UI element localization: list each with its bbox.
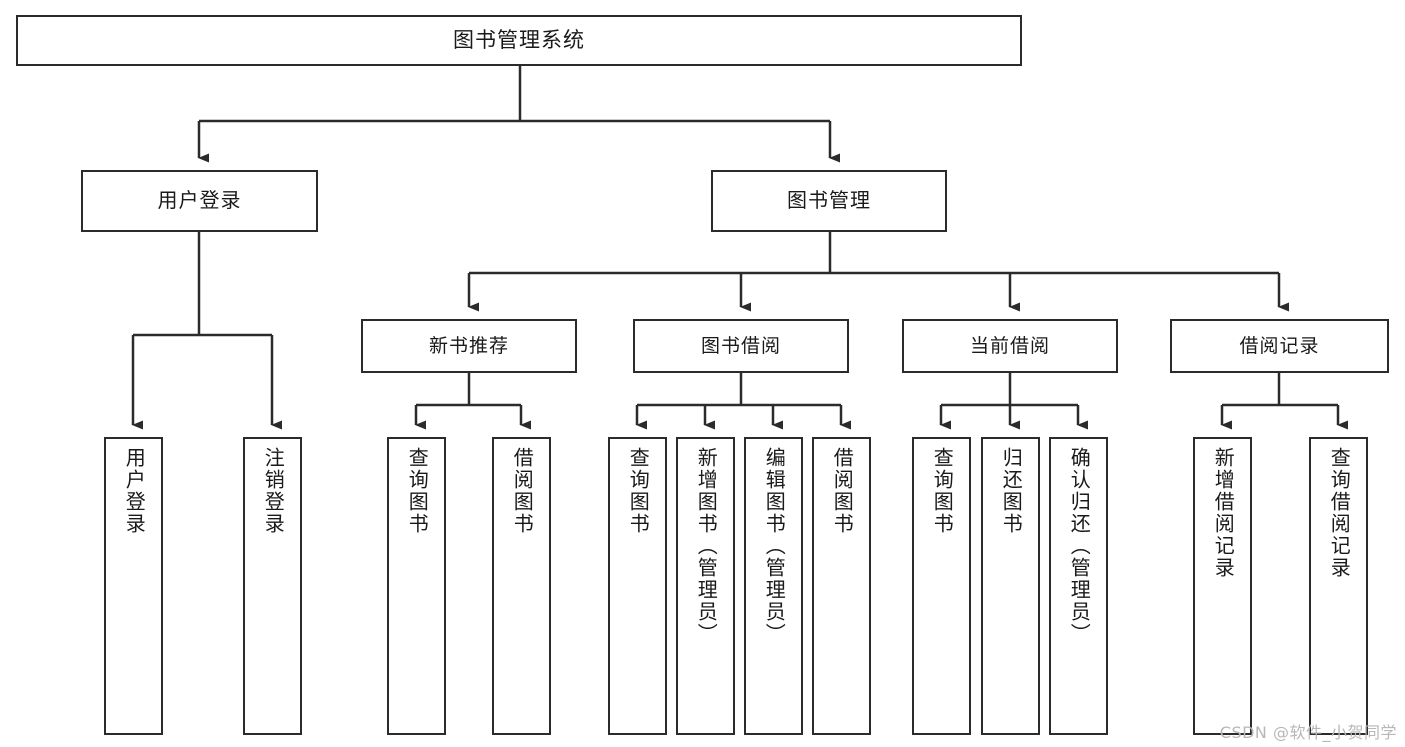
node-leaf-borrow-book-1[interactable]: 借阅图书 xyxy=(492,437,551,735)
node-leaf-query-book-3-label: 查询图书 xyxy=(930,447,955,535)
node-leaf-borrow-book-1-label: 借阅图书 xyxy=(510,447,535,535)
node-leaf-user-logout[interactable]: 注销登录 xyxy=(243,437,302,735)
node-user-login[interactable]: 用户登录 xyxy=(81,170,318,232)
node-root[interactable]: 图书管理系统 xyxy=(16,15,1022,66)
node-book-borrow-label: 图书借阅 xyxy=(700,334,781,357)
node-leaf-user-login-label: 用户登录 xyxy=(122,447,147,535)
node-leaf-add-record-label: 新增借阅记录 xyxy=(1211,447,1236,579)
node-leaf-add-book[interactable]: 新增图书（管理员） xyxy=(676,437,735,735)
node-current-borrow-label: 当前借阅 xyxy=(969,334,1050,357)
node-leaf-return-book-label: 归还图书 xyxy=(999,447,1024,535)
node-leaf-query-book-3[interactable]: 查询图书 xyxy=(912,437,971,735)
watermark: CSDN @软件_小贺同学 xyxy=(1219,723,1397,742)
node-leaf-return-book[interactable]: 归还图书 xyxy=(981,437,1040,735)
node-leaf-edit-book-label: 编辑图书（管理员） xyxy=(762,447,787,645)
node-leaf-add-book-label: 新增图书（管理员） xyxy=(694,447,719,645)
node-book-borrow[interactable]: 图书借阅 xyxy=(633,319,849,373)
node-root-label: 图书管理系统 xyxy=(453,28,585,53)
node-book-management[interactable]: 图书管理 xyxy=(711,170,947,232)
node-borrow-record[interactable]: 借阅记录 xyxy=(1170,319,1389,373)
node-leaf-query-book-1-label: 查询图书 xyxy=(405,447,430,535)
node-leaf-edit-book[interactable]: 编辑图书（管理员） xyxy=(744,437,803,735)
node-leaf-query-book-2-label: 查询图书 xyxy=(626,447,651,535)
node-leaf-query-book-2[interactable]: 查询图书 xyxy=(608,437,667,735)
node-user-login-label: 用户登录 xyxy=(157,188,242,213)
node-book-management-label: 图书管理 xyxy=(787,188,871,213)
node-current-borrow[interactable]: 当前借阅 xyxy=(902,319,1118,373)
node-new-book-recommend[interactable]: 新书推荐 xyxy=(361,319,577,373)
node-leaf-borrow-book-2[interactable]: 借阅图书 xyxy=(812,437,871,735)
node-leaf-query-book-1[interactable]: 查询图书 xyxy=(387,437,446,735)
node-leaf-add-record[interactable]: 新增借阅记录 xyxy=(1193,437,1252,735)
node-leaf-user-login[interactable]: 用户登录 xyxy=(104,437,163,735)
node-leaf-confirm-return-label: 确认归还（管理员） xyxy=(1067,447,1092,645)
node-leaf-user-logout-label: 注销登录 xyxy=(261,447,286,535)
node-leaf-borrow-book-2-label: 借阅图书 xyxy=(830,447,855,535)
node-new-book-recommend-label: 新书推荐 xyxy=(428,334,509,357)
node-leaf-query-record-label: 查询借阅记录 xyxy=(1327,447,1352,579)
node-leaf-query-record[interactable]: 查询借阅记录 xyxy=(1309,437,1368,735)
node-leaf-confirm-return[interactable]: 确认归还（管理员） xyxy=(1049,437,1108,735)
node-borrow-record-label: 借阅记录 xyxy=(1239,334,1320,357)
